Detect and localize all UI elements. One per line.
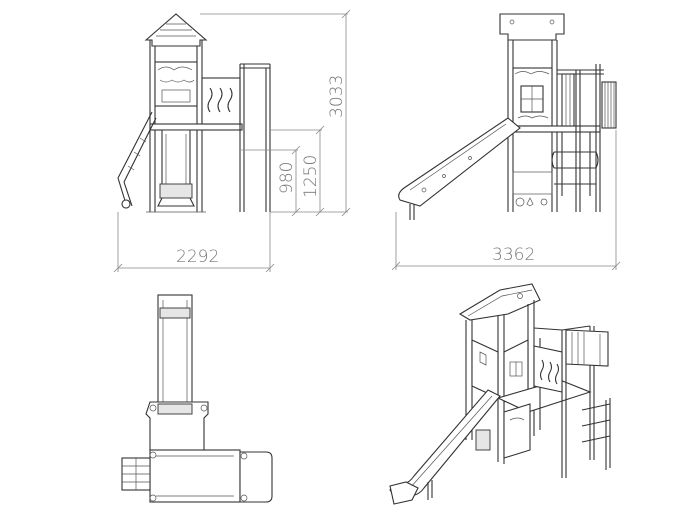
- side-platform-deck: [507, 125, 601, 133]
- front-view: [117, 13, 271, 213]
- iso-side-panel: [533, 345, 563, 393]
- dim-label-2292: 2292: [176, 247, 219, 267]
- iso-rail-panel: [565, 329, 609, 367]
- iso-tower-panel: [471, 339, 499, 399]
- side-slide: [398, 117, 521, 207]
- top-platform: [149, 449, 241, 503]
- isometric-view: [389, 283, 611, 505]
- side-view: [398, 13, 617, 220]
- iso-ladder: [581, 403, 611, 443]
- front-platform-deck: [149, 123, 243, 131]
- side-ladder: [561, 132, 591, 196]
- iso-roof: [458, 283, 541, 321]
- front-ladder: [117, 111, 153, 179]
- dim-label-3362: 3362: [492, 245, 535, 265]
- top-view: [121, 294, 273, 503]
- top-round-platform: [239, 451, 273, 503]
- dim-label-3033: 3033: [327, 75, 347, 118]
- front-dimensions: 980 1250 3033 2292: [113, 9, 351, 273]
- front-side-panel: [201, 77, 241, 125]
- side-dimensions: 3362: [391, 130, 621, 271]
- dim-label-980: 980: [277, 162, 297, 194]
- side-rail-panel: [601, 81, 617, 129]
- dim-label-1250: 1250: [301, 155, 321, 198]
- side-roof-sign: [499, 13, 565, 41]
